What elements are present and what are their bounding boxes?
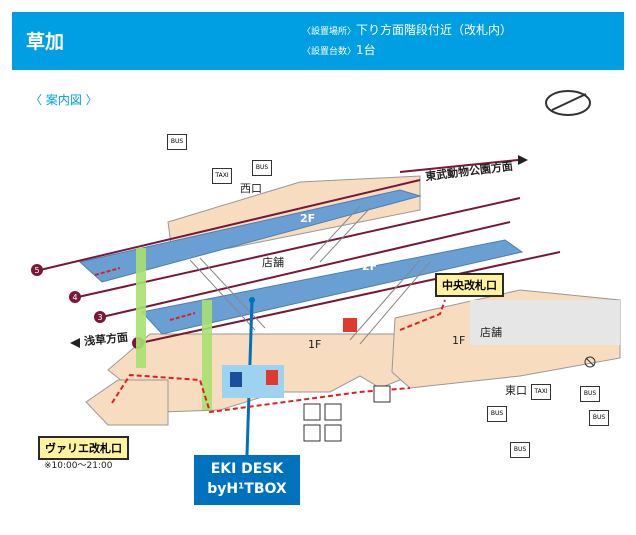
compass-icon xyxy=(545,90,591,116)
floor-2f-label: 2F xyxy=(300,212,316,225)
svg-text:5: 5 xyxy=(34,266,39,275)
west-exit-label: 西口 xyxy=(240,182,262,195)
count-value: 1台 xyxy=(356,43,376,57)
central-gate-label: 中央改札口 xyxy=(435,273,504,297)
bus-icon: BUS xyxy=(589,410,609,426)
arrow-tobu xyxy=(518,155,528,165)
desk-line2: byH¹TBOX xyxy=(207,481,287,497)
aed-icon xyxy=(343,318,357,332)
desk-line1: EKI DESK xyxy=(210,461,284,477)
svg-text:3: 3 xyxy=(97,313,102,322)
bus-icon: BUS xyxy=(167,134,187,150)
arrow-asakusa xyxy=(70,338,80,348)
station-name: 草加 xyxy=(26,31,65,53)
bus-icon: BUS xyxy=(580,386,600,402)
track-4 xyxy=(77,197,521,298)
bus-icon: BUS xyxy=(487,406,507,422)
platform-upper xyxy=(78,189,422,283)
taxi-icon: TAXI xyxy=(212,168,232,184)
shop-label: 店舗 xyxy=(480,326,502,339)
taxi-icon: TAXI xyxy=(531,384,551,400)
bus-icon: BUS xyxy=(510,442,530,458)
location-value: 下り方面階段付近（改札内） xyxy=(356,23,513,37)
varie-hours: ※10:00〜21:00 xyxy=(44,461,113,471)
stairs xyxy=(189,205,431,345)
location-info: 〈設置場所〉下り方面階段付近（改札内） xyxy=(302,21,512,38)
concourse-shadow xyxy=(470,300,620,345)
floor-1f-label: 1F xyxy=(452,334,466,347)
route-central xyxy=(399,299,446,331)
shop-label: 店舗 xyxy=(262,256,284,269)
eki-desk-box: EKI DESK byH¹TBOX xyxy=(194,455,300,505)
east-exit-label: 東口 xyxy=(505,384,527,397)
facility-icons xyxy=(303,385,391,442)
bus-icon: BUS xyxy=(252,160,272,176)
no-entry-icon xyxy=(584,356,596,368)
varie-gate-label: ヴァリエ改札口 xyxy=(38,436,129,460)
location-label: 〈設置場所〉 xyxy=(302,27,357,37)
elevator-shaft-b xyxy=(202,300,212,410)
track-3 xyxy=(101,221,511,318)
count-label: 〈設置台数〉 xyxy=(302,47,357,57)
route-varie xyxy=(111,373,411,414)
route-2f xyxy=(94,267,121,276)
floor-2f-label: 2F xyxy=(362,260,378,273)
route-2f-b xyxy=(169,312,196,321)
count-info: 〈設置台数〉1台 xyxy=(302,41,376,58)
track-5 xyxy=(39,179,421,271)
floor-1f-label: 1F xyxy=(308,338,322,351)
elevator-shaft-a xyxy=(136,248,146,368)
guide-title: 〈 案内図 〉 xyxy=(30,93,98,107)
header-bar: 草加 〈設置場所〉下り方面階段付近（改札内） 〈設置台数〉1台 xyxy=(12,12,624,70)
svg-text:4: 4 xyxy=(72,293,77,302)
floor-1f-varie xyxy=(85,379,169,426)
